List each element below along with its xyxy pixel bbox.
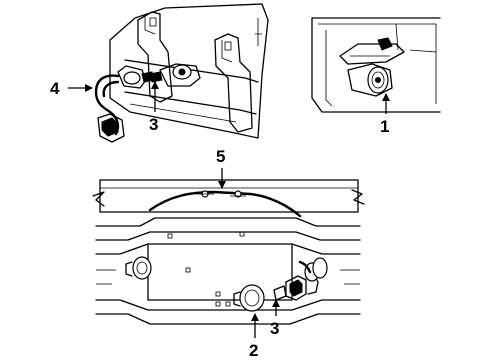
callout-3-top: 3 xyxy=(149,81,159,134)
callout-label-4: 4 xyxy=(50,79,60,98)
callout-3-bottom: 3 xyxy=(270,299,280,338)
callout-5: 5 xyxy=(216,147,226,189)
callout-2: 2 xyxy=(249,313,259,360)
callout-label-2: 2 xyxy=(249,341,258,360)
callout-label-3-top: 3 xyxy=(149,115,158,134)
callout-label-1: 1 xyxy=(380,117,389,136)
bottom-assembly xyxy=(92,179,365,325)
top-right-assembly xyxy=(311,17,441,113)
callout-label-5: 5 xyxy=(216,147,225,166)
top-left-assembly xyxy=(94,3,269,143)
callout-1: 1 xyxy=(380,93,390,136)
callout-label-3-bottom: 3 xyxy=(270,319,279,338)
callout-4: 4 xyxy=(50,79,93,98)
